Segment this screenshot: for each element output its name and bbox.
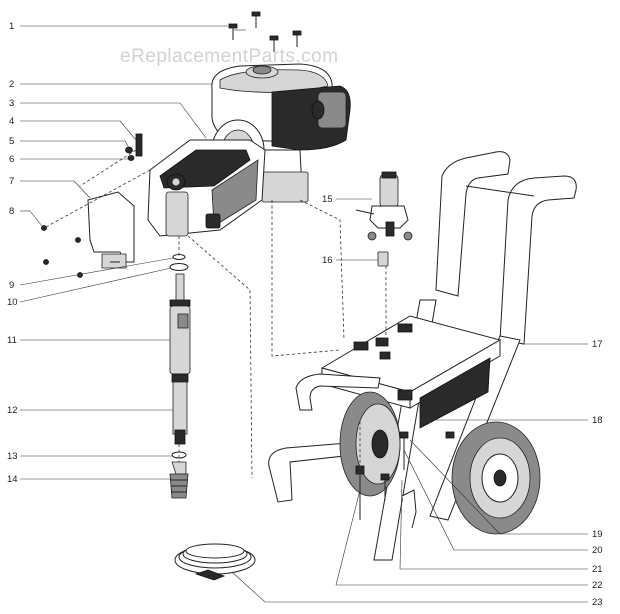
pump-assembly	[169, 254, 191, 499]
callout-8: 8	[9, 206, 14, 217]
callout-6: 6	[9, 154, 14, 165]
callout-23: 23	[592, 597, 603, 608]
callout-17: 17	[592, 339, 603, 350]
callout-21: 21	[592, 564, 603, 575]
callout-22: 22	[592, 580, 603, 591]
callout-13: 13	[7, 451, 18, 462]
callout-10: 10	[7, 297, 18, 308]
cover-screws	[41, 225, 83, 278]
callout-11: 11	[7, 335, 17, 346]
outlet-fitting	[377, 251, 389, 267]
callout-15: 15	[322, 194, 333, 205]
pressure-filter-assembly	[355, 171, 413, 241]
callout-14: 14	[7, 474, 18, 485]
watermark: eReplacementParts.com	[120, 46, 339, 67]
right-wheel	[451, 421, 541, 535]
callout-1: 1	[9, 21, 14, 32]
callout-5: 5	[9, 136, 14, 147]
callout-16: 16	[322, 255, 333, 266]
callout-19: 19	[592, 529, 603, 540]
engine-mounting-bolts	[228, 11, 302, 52]
front-cover-plate	[87, 191, 135, 269]
callout-4: 4	[9, 116, 14, 127]
callout-3: 3	[9, 98, 14, 109]
callout-7: 7	[9, 176, 14, 187]
left-wheel	[339, 391, 401, 497]
callout-12: 12	[7, 405, 18, 416]
callout-9: 9	[9, 280, 14, 291]
gearbox-housing	[147, 139, 266, 237]
callout-18: 18	[592, 415, 603, 426]
callout-numbers: 1 2 3 4 5 6 7 8 9 10 11 12 13 14 15 16 1…	[7, 21, 603, 608]
paint-hose-coil	[174, 543, 256, 581]
gearbox-fasteners	[125, 133, 143, 161]
frame-hardware	[355, 389, 455, 529]
cart-frame	[268, 151, 577, 561]
callout-leader-lines	[19, 25, 588, 603]
callout-20: 20	[592, 545, 603, 556]
callout-2: 2	[9, 79, 14, 90]
assembly-guide-lines	[43, 149, 387, 479]
